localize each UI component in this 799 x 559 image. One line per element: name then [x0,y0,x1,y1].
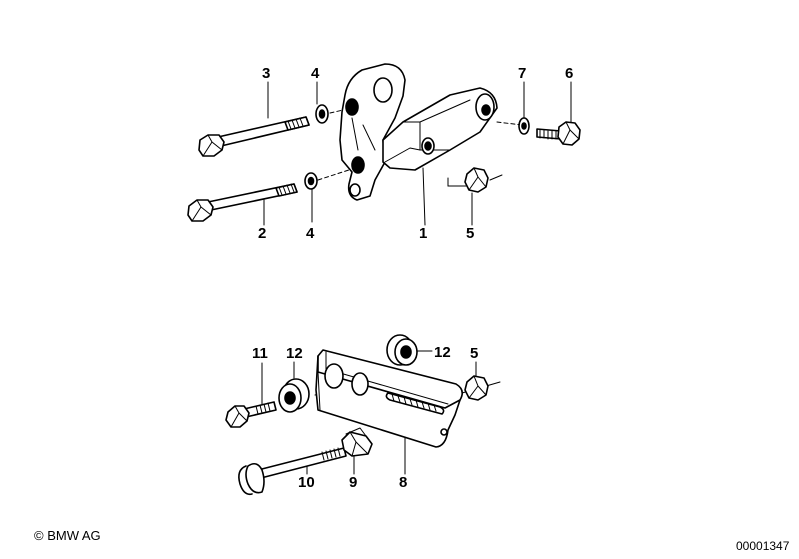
hex-bolt-6 [536,121,581,146]
callout-bolt-2: 2 [258,225,266,242]
nut-upper-5 [464,167,489,193]
hex-bolt-11 [225,401,277,428]
bracket-1 [339,63,498,201]
carriage-bolt-10 [238,447,347,496]
callout-nut-5: 5 [466,225,474,242]
bushing-right-12 [386,334,418,366]
callout-hex-bolt-6: 6 [565,65,573,82]
slotted-plate-8 [315,349,464,448]
callout-washer-lower-4: 4 [306,225,315,242]
bolt-lower-2 [187,183,298,222]
callout-bushing-left-12: 12 [286,345,303,362]
callout-bolt-3: 3 [262,65,270,82]
washer-upper-4 [315,104,329,124]
washer-lower-4 [304,172,318,190]
callout-bushing-right-12: 12 [434,344,451,361]
callout-washer-upper-4: 4 [311,65,320,82]
callout-hex-bolt-11: 11 [252,345,268,362]
bushing-left-12 [278,378,310,413]
callout-bracket-1: 1 [419,225,427,242]
callout-slotted-plate-8: 8 [399,474,407,491]
callout-spring-washer-7: 7 [518,65,526,82]
spring-washer-7 [518,117,530,135]
copyright-notice: © BMW AG [34,528,101,543]
document-number: 00001347 [736,539,790,553]
nut-lower-5 [464,375,489,401]
callout-nut-lower-5: 5 [470,345,478,362]
square-nut-9 [341,427,373,457]
callout-carriage-bolt-10: 10 [298,474,315,491]
callout-square-nut-9: 9 [349,474,357,491]
upper-leader-lines [263,81,572,226]
bolt-upper-3 [198,116,310,157]
